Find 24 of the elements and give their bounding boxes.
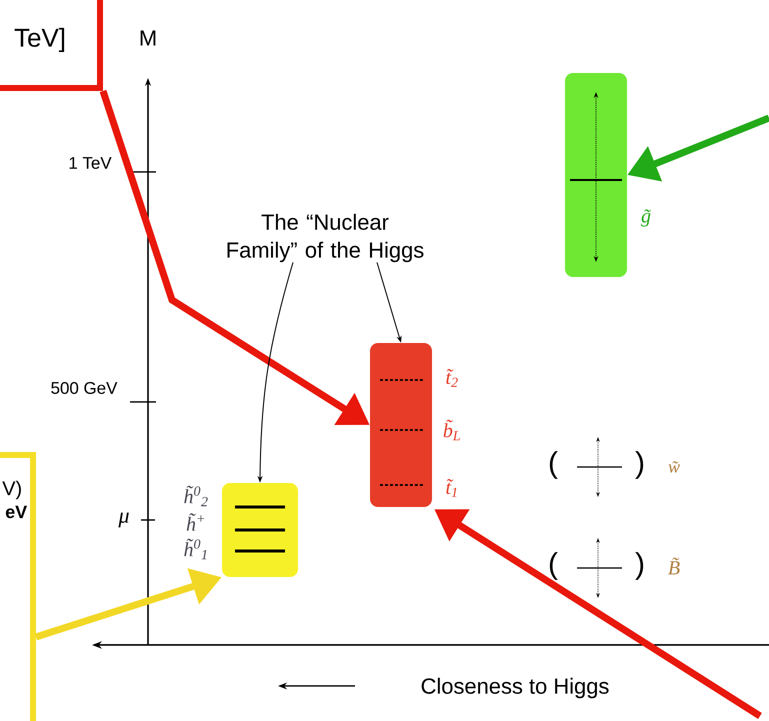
higgsino-box	[222, 482, 298, 577]
parenthesis: )	[635, 451, 644, 479]
callout-text: The “Nuclear Family” of the Higgs	[228, 214, 424, 262]
tick-label: μ	[118, 512, 129, 528]
inset-box: V) eV	[0, 452, 36, 721]
tick-label: 500 GeV	[51, 382, 118, 394]
axis-label: Closeness to Higgs	[422, 678, 609, 698]
tick-label: 1 TeV	[70, 157, 112, 169]
gluino-box	[565, 73, 627, 277]
particle-label: B̃	[668, 558, 680, 574]
particle-label: b̃$_{L}$	[444, 420, 460, 440]
particle-label: t̃$_{2}$	[446, 369, 458, 387]
caption-box: TeV]	[0, 0, 103, 91]
particle-label: w̃	[668, 461, 680, 473]
parenthesis: (	[550, 552, 558, 580]
particle-label: h̃$^{+}$	[186, 513, 204, 531]
stop-box	[370, 342, 432, 507]
particle-label: h̃$^{0}$1	[184, 538, 206, 560]
particle-label: h̃$^{0}$2	[184, 486, 208, 506]
particle-label: t̃$_{1}$	[446, 479, 457, 497]
parenthesis: (	[550, 451, 558, 479]
particle-label: g̃	[641, 209, 651, 227]
parenthesis: )	[635, 552, 644, 580]
axis-label: M	[140, 30, 156, 46]
